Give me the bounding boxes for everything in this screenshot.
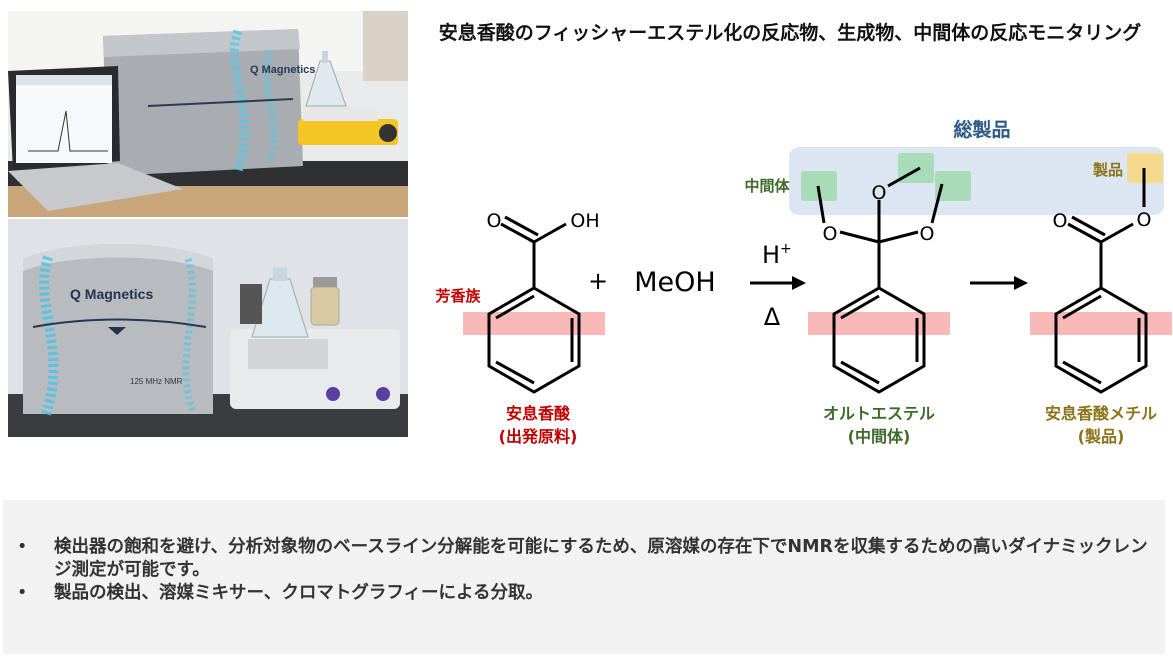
methanol-reagent: MeOH bbox=[634, 267, 715, 298]
note-item: • 製品の検出、溶媒ミキサー、クロマトグラフィーによる分取。 bbox=[17, 582, 1152, 605]
reactant-role: (出発原料) bbox=[499, 427, 578, 446]
photo-nmr-with-laptop: Q Magnetics bbox=[8, 11, 408, 217]
methyl-benzoate-structure bbox=[1054, 168, 1148, 394]
reaction-arrow-1 bbox=[750, 276, 806, 290]
product-name: 安息香酸メチル bbox=[1045, 404, 1157, 423]
note-text: 製品の検出、溶媒ミキサー、クロマトグラフィーによる分取。 bbox=[54, 583, 543, 603]
aromatic-highlight-reactant bbox=[463, 312, 605, 335]
product-role: (製品) bbox=[1078, 427, 1125, 446]
acid-catalyst: H+ bbox=[762, 241, 792, 269]
orthoester-oxygen-left: O bbox=[823, 223, 838, 245]
orthoester-oxygen-right: O bbox=[920, 223, 935, 245]
orthoester-structure bbox=[816, 166, 944, 394]
model-label: 125 MHz NMR bbox=[130, 377, 183, 386]
orthoester-oxygen-top: O bbox=[872, 182, 887, 204]
brand-label-top: Q Magnetics bbox=[250, 64, 315, 76]
nmr-laptop-illustration: Q Magnetics bbox=[8, 11, 408, 217]
benzoic-acid-structure bbox=[487, 215, 581, 394]
notes-panel: • 検出器の飽和を避け、分析対象物のベースライン分解能を可能にするため、原溶媒の存… bbox=[3, 500, 1165, 654]
reaction-scheme: 総製品 O OH 芳香族 安息香酸 (出発原料) + MeOH H+ Δ bbox=[435, 118, 1172, 446]
total-products-box bbox=[789, 147, 1164, 215]
heat-symbol: Δ bbox=[764, 303, 781, 331]
notes-list: • 検出器の飽和を避け、分析対象物のベースライン分解能を可能にするため、原溶媒の存… bbox=[17, 536, 1152, 605]
aromatic-highlight-product bbox=[1030, 312, 1172, 335]
brand-label-bottom: Q Magnetics bbox=[70, 286, 153, 302]
intermediate-role: (中間体) bbox=[848, 427, 911, 446]
aromatic-highlight-intermediate bbox=[808, 312, 950, 335]
product-ester-oxygen: O bbox=[1137, 209, 1152, 231]
nmr-stirrer-illustration: Q Magnetics 125 MHz NMR bbox=[8, 219, 408, 437]
note-text: 検出器の飽和を避け、分析対象物のベースライン分解能を可能にするため、原溶媒の存在… bbox=[54, 537, 1148, 580]
note-item: • 検出器の飽和を避け、分析対象物のベースライン分解能を可能にするため、原溶媒の存… bbox=[17, 536, 1152, 582]
reactant-hydroxyl: OH bbox=[570, 210, 599, 232]
figure-title: 安息香酸のフィッシャーエステル化の反応物、生成物、中間体の反応モニタリング bbox=[438, 22, 1142, 44]
bullet-icon: • bbox=[17, 583, 28, 603]
aromatic-tag: 芳香族 bbox=[435, 287, 481, 305]
reactant-name: 安息香酸 bbox=[506, 404, 571, 423]
intermediate-name: オルトエステル bbox=[823, 404, 935, 423]
product-carbonyl-oxygen: O bbox=[1053, 210, 1068, 232]
reactant-carbonyl-oxygen: O bbox=[487, 210, 502, 232]
reaction-arrow-2 bbox=[970, 276, 1028, 290]
methyl-highlight-3 bbox=[935, 171, 971, 201]
total-products-label: 総製品 bbox=[953, 118, 1010, 141]
product-tag: 製品 bbox=[1092, 161, 1123, 179]
bullet-icon: • bbox=[17, 537, 28, 557]
intermediate-tag: 中間体 bbox=[744, 177, 790, 195]
plus-sign: + bbox=[588, 267, 608, 295]
photo-nmr-with-stirrer: Q Magnetics 125 MHz NMR bbox=[8, 219, 408, 437]
